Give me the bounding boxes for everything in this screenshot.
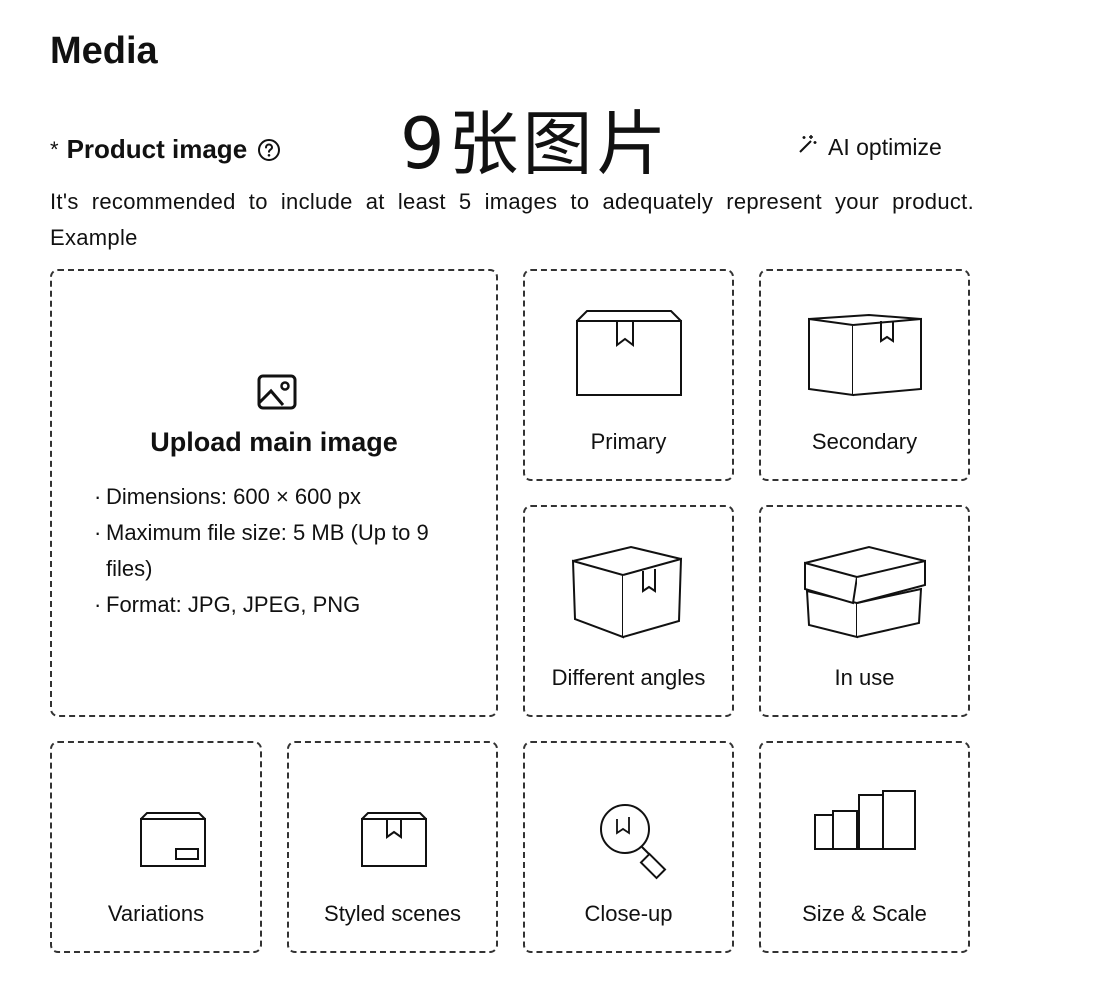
section-title: Media bbox=[50, 30, 158, 72]
slot-size-scale[interactable]: Size & Scale bbox=[759, 741, 970, 953]
slot-label: Secondary bbox=[811, 429, 918, 454]
upload-spec-list: ·Dimensions: 600 × 600 px ·Maximum file … bbox=[94, 479, 464, 623]
upload-main-title: Upload main image bbox=[150, 427, 398, 457]
required-mark: * bbox=[50, 136, 59, 162]
question-circle-icon[interactable] bbox=[257, 138, 281, 162]
slot-in-use[interactable]: In use bbox=[759, 505, 970, 717]
spec-file-size: ·Maximum file size: 5 MB (Up to 9 files) bbox=[94, 520, 429, 581]
slot-secondary[interactable]: Secondary bbox=[759, 269, 970, 481]
slot-label: Size & Scale bbox=[802, 901, 927, 926]
slot-different-angles[interactable]: Different angles bbox=[523, 505, 734, 717]
spec-format: ·Format: JPG, JPEG, PNG bbox=[94, 592, 361, 617]
slot-label: Different angles bbox=[551, 665, 706, 690]
slot-close-up[interactable]: Close-up bbox=[523, 741, 734, 953]
ai-optimize-label: AI optimize bbox=[828, 133, 942, 160]
product-image-label: * Product image bbox=[50, 134, 281, 165]
slot-styled-scenes[interactable]: Styled scenes bbox=[287, 741, 498, 953]
box-angle-icon bbox=[571, 545, 683, 639]
slot-label: Primary bbox=[590, 429, 667, 454]
upload-main-image-area[interactable]: Upload main image ·Dimensions: 600 × 600… bbox=[50, 269, 498, 717]
slot-label: Close-up bbox=[584, 901, 673, 926]
magic-wand-icon bbox=[796, 133, 818, 161]
slot-label: Variations bbox=[107, 901, 205, 926]
ai-optimize-button[interactable]: AI optimize bbox=[796, 133, 942, 161]
boxes-scale-icon bbox=[814, 790, 916, 850]
overlay-annotation: 9张图片 bbox=[400, 103, 671, 185]
recommendation-text: It's recommended to include at least 5 i… bbox=[50, 189, 974, 250]
slot-label: Styled scenes bbox=[324, 901, 461, 926]
slot-variations[interactable]: Variations bbox=[50, 741, 262, 953]
box-variation-icon bbox=[140, 812, 206, 867]
image-icon bbox=[257, 374, 297, 410]
box-styled-icon bbox=[361, 812, 427, 867]
box-front-icon bbox=[576, 310, 682, 396]
spec-dimensions: ·Dimensions: 600 × 600 px bbox=[94, 484, 361, 509]
field-label-text: Product image bbox=[66, 134, 248, 164]
slot-primary[interactable]: Primary bbox=[523, 269, 734, 481]
slot-label: In use bbox=[834, 665, 895, 690]
magnifier-icon bbox=[600, 804, 667, 880]
box-open-icon bbox=[804, 545, 926, 639]
box-side-icon bbox=[808, 313, 922, 397]
